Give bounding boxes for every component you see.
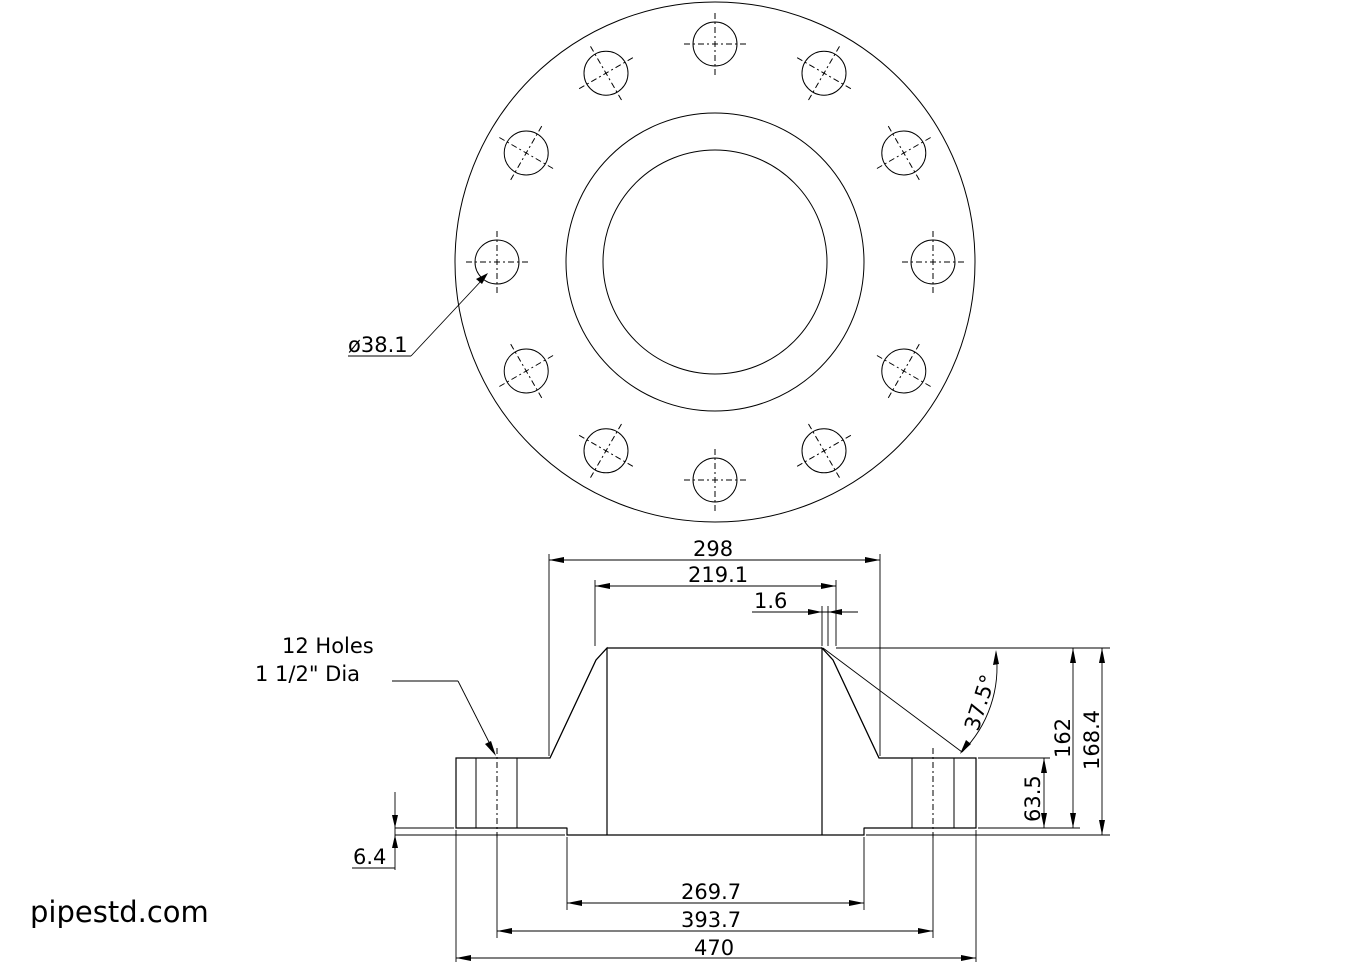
bolt-holes	[466, 13, 964, 511]
section-view	[455, 646, 977, 838]
holes-line2: 1 1/2" Dia	[255, 662, 360, 686]
dim-raised-face: 6.4	[352, 792, 565, 870]
bolt-hole	[684, 13, 746, 75]
bolt-hole	[466, 231, 528, 293]
bolt-hole	[876, 125, 931, 181]
hatch-right-hub	[821, 646, 913, 836]
hatch-right-ring	[953, 757, 977, 829]
holes-line1: 12 Holes	[282, 634, 374, 658]
hatch-left-ring	[455, 757, 477, 829]
flange-outer-circle	[454, 1, 976, 523]
plan-view	[454, 1, 976, 523]
hub-circle	[565, 112, 865, 412]
dim-heights: 63.5 162 168.4	[836, 647, 1110, 836]
bolt-hole	[902, 231, 964, 293]
dim-162-label: 162	[1051, 718, 1075, 758]
bolt-hole	[684, 449, 746, 511]
dim-6-4-label: 6.4	[353, 845, 386, 869]
hole-dia-label: ø38.1	[348, 333, 408, 357]
dim-298-label: 298	[693, 537, 733, 561]
bolt-hole	[578, 423, 634, 478]
hatch-left-hub	[516, 646, 608, 836]
site-watermark: pipestd.com	[30, 895, 209, 929]
dim-168-4-label: 168.4	[1080, 710, 1104, 770]
bolt-hole	[796, 423, 852, 478]
holes-callout: 12 Holes 1 1/2" Dia	[255, 634, 496, 756]
bolt-hole	[499, 125, 554, 181]
dim-1-6-label: 1.6	[754, 589, 787, 613]
dim-bottom: 269.7 393.7 470	[455, 830, 977, 962]
hole-dia-callout: ø38.1	[348, 273, 488, 357]
angle-label: 37.5°	[960, 672, 1001, 734]
dim-bevel-land: 1.6	[752, 589, 858, 646]
bore-circle	[602, 149, 828, 375]
dim-219-label: 219.1	[688, 563, 748, 587]
dim-hub-diameter: 298	[548, 537, 881, 756]
dim-393-label: 393.7	[681, 908, 741, 932]
dim-470-label: 470	[694, 936, 734, 960]
bolt-hole	[876, 343, 931, 399]
bolt-hole	[578, 46, 634, 101]
dim-269-label: 269.7	[681, 880, 741, 904]
bolt-hole	[499, 343, 554, 399]
dim-pipe-od: 219.1	[594, 563, 837, 646]
dim-63-5-label: 63.5	[1021, 775, 1045, 822]
dim-bevel-angle: 37.5°	[822, 647, 1001, 754]
bolt-hole	[796, 46, 852, 101]
